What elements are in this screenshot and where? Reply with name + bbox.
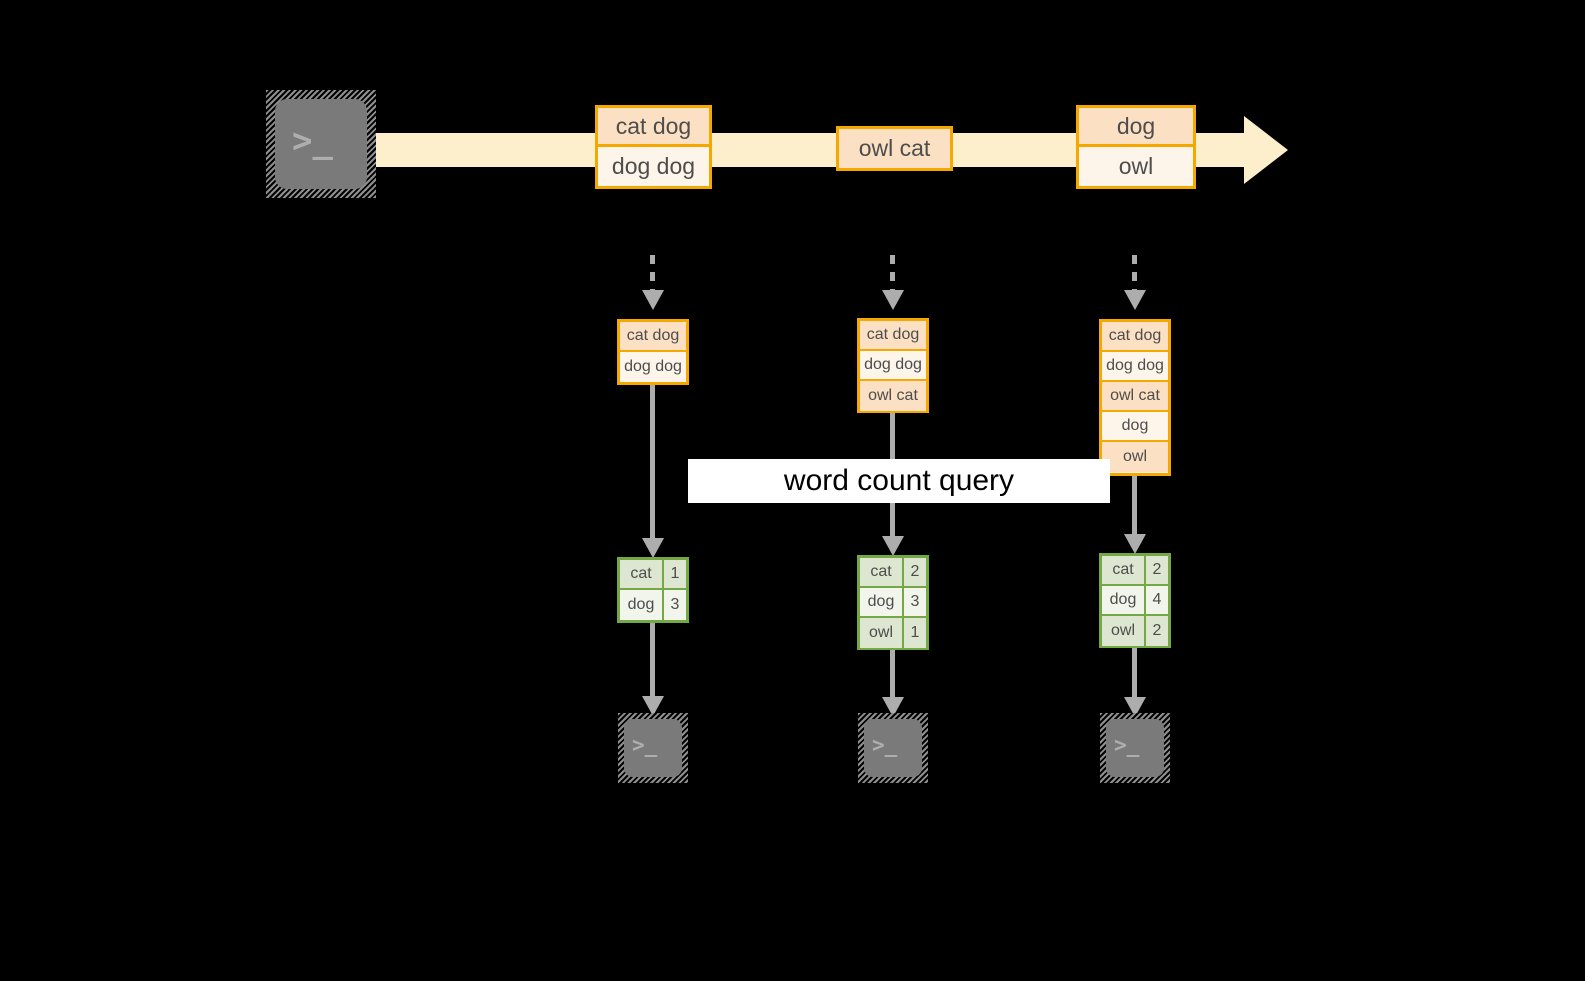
result-count: 3	[904, 588, 926, 616]
source-terminal-body	[275, 99, 367, 189]
snapshot-line: owl	[1102, 442, 1168, 472]
result-word: cat	[860, 558, 904, 586]
result-count: 1	[904, 618, 926, 648]
snapshot-trigger-arrowhead	[882, 290, 904, 310]
sink-connector-arrowhead	[642, 696, 664, 716]
snapshot-line: cat dog	[860, 321, 926, 351]
sink-terminal-icon: >_	[1100, 713, 1170, 783]
result-word: cat	[1102, 556, 1146, 584]
source-terminal-prompt: >_	[292, 121, 333, 161]
table-row: cat 2	[1102, 556, 1168, 586]
table-row: dog 3	[620, 590, 686, 620]
stream-message-line: dog	[1079, 108, 1193, 147]
query-connector-arrowhead	[882, 536, 904, 556]
result-count: 1	[664, 560, 686, 588]
table-row: dog 3	[860, 588, 926, 618]
source-terminal-icon: >_	[266, 90, 376, 198]
stream-message: cat dog dog dog	[595, 105, 712, 189]
sink-connector-line	[1132, 648, 1137, 700]
sink-terminal-body	[624, 719, 682, 777]
query-label: word count query	[688, 459, 1110, 503]
stream-message-line: owl cat	[839, 129, 950, 168]
snapshot-line: owl cat	[860, 381, 926, 411]
snapshot-trigger-line	[650, 255, 655, 293]
result-count: 3	[664, 590, 686, 620]
sink-terminal-icon: >_	[858, 713, 928, 783]
snapshot-line: dog dog	[1102, 352, 1168, 382]
stream-message-line: owl	[1079, 147, 1193, 186]
result-count: 4	[1146, 586, 1168, 614]
snapshot-trigger-line	[890, 255, 895, 293]
stream-message: owl cat	[836, 126, 953, 171]
sink-connector-arrowhead	[1124, 697, 1146, 717]
result-count: 2	[1146, 616, 1168, 646]
sink-connector-arrowhead	[882, 697, 904, 717]
snapshot-line: cat dog	[1102, 322, 1168, 352]
snapshot-line: dog dog	[620, 352, 686, 382]
snapshot-trigger-line	[1132, 255, 1137, 293]
result-word: owl	[860, 618, 904, 648]
table-row: cat 1	[620, 560, 686, 590]
result-count: 2	[904, 558, 926, 586]
stream-message: dog owl	[1076, 105, 1196, 189]
result-table: cat 1 dog 3	[617, 557, 689, 623]
snapshot-line: cat dog	[620, 322, 686, 352]
query-connector-arrowhead	[1124, 534, 1146, 554]
sink-terminal-prompt: >_	[872, 733, 898, 757]
result-word: dog	[620, 590, 664, 620]
snapshot-box: cat dog dog dog owl cat	[857, 318, 929, 413]
sink-connector-line	[890, 650, 895, 700]
sink-terminal-body	[864, 719, 922, 777]
sink-terminal-prompt: >_	[1114, 733, 1140, 757]
table-row: cat 2	[860, 558, 926, 588]
sink-terminal-body	[1106, 719, 1164, 777]
result-word: cat	[620, 560, 664, 588]
query-connector-line	[650, 385, 655, 540]
stream-arrow-head	[1244, 116, 1288, 184]
result-word: dog	[1102, 586, 1146, 614]
table-row: owl 1	[860, 618, 926, 648]
snapshot-line: dog dog	[860, 351, 926, 381]
table-row: dog 4	[1102, 586, 1168, 616]
sink-terminal-icon: >_	[618, 713, 688, 783]
result-count: 2	[1146, 556, 1168, 584]
result-word: owl	[1102, 616, 1146, 646]
snapshot-line: dog	[1102, 412, 1168, 442]
query-connector-arrowhead	[642, 538, 664, 558]
result-word: dog	[860, 588, 904, 616]
snapshot-box: cat dog dog dog owl cat dog owl	[1099, 319, 1171, 476]
sink-connector-line	[650, 623, 655, 698]
snapshot-trigger-arrowhead	[1124, 290, 1146, 310]
snapshot-trigger-arrowhead	[642, 290, 664, 310]
query-connector-line	[1132, 476, 1137, 536]
result-table: cat 2 dog 4 owl 2	[1099, 553, 1171, 648]
sink-terminal-prompt: >_	[632, 733, 658, 757]
snapshot-box: cat dog dog dog	[617, 319, 689, 385]
result-table: cat 2 dog 3 owl 1	[857, 555, 929, 650]
table-row: owl 2	[1102, 616, 1168, 646]
snapshot-line: owl cat	[1102, 382, 1168, 412]
stream-message-line: dog dog	[598, 147, 709, 186]
stream-message-line: cat dog	[598, 108, 709, 147]
